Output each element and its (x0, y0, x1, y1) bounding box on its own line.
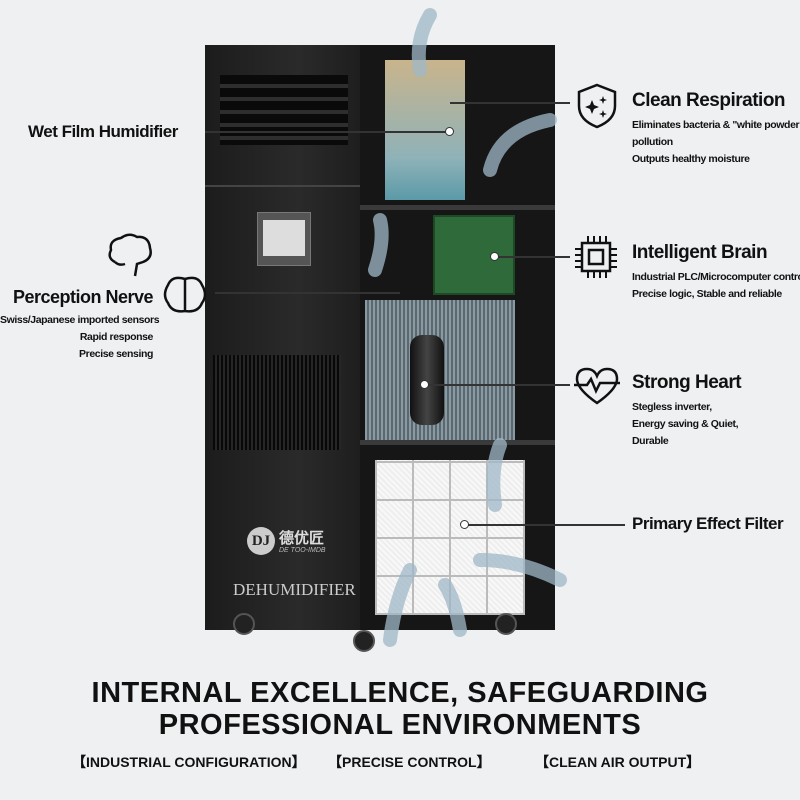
leader-line (495, 256, 570, 258)
leader-dot (490, 252, 499, 261)
wet-film-humidifier-label: Wet Film Humidifier (28, 122, 178, 141)
model-label: DEHUMIDIFIER (233, 580, 356, 599)
leader-dot (420, 380, 429, 389)
callout-title: Clean Respiration (632, 90, 786, 111)
callout-line: Stegless inverter, (632, 401, 712, 413)
callout-line: pollution (632, 136, 673, 148)
airflow-arrow (438, 578, 467, 637)
callout-title: Intelligent Brain (632, 242, 768, 263)
heart-pulse-icon (574, 367, 620, 405)
brand-cn: 德优匠 (279, 530, 325, 547)
callout-line: Outputs healthy moisture (632, 153, 750, 165)
side-grille (213, 355, 341, 450)
shield-sparkle-icon (577, 83, 617, 129)
headline-line-2: PROFESSIONAL ENVIRONMENTS (158, 709, 642, 741)
brand-mark: DJ (247, 527, 275, 555)
perception-nerve-callout: Perception Nerve Swiss/Japanese imported… (0, 287, 160, 363)
tag-industrial-configuration: 【INDUSTRIAL CONFIGURATION】 (72, 754, 306, 770)
clean-respiration-callout: Clean Respiration Eliminates bacteria & … (632, 90, 800, 168)
airflow-arrow (486, 438, 507, 512)
caster (233, 613, 255, 635)
caster (353, 630, 375, 652)
leader-line (425, 384, 570, 386)
headline-line-1: INTERNAL EXCELLENCE, SAFEGUARDING (91, 677, 709, 709)
brand-logo: DJ 德优匠 DE TOO-IMDB (247, 525, 347, 565)
pcb-board (433, 215, 515, 295)
leader-dot (460, 520, 469, 529)
primary-effect-filter-label: Primary Effect Filter (632, 514, 784, 533)
callout-line: Swiss/Japanese imported sensors (0, 314, 160, 326)
callout-line: Industrial PLC/Microcomputer control, (632, 271, 800, 283)
callout-title: Strong Heart (632, 372, 742, 393)
callout-line: Precise logic, Stable and reliable (632, 288, 782, 300)
airflow-arrow (483, 113, 557, 177)
callout-line: Durable (632, 435, 669, 447)
airflow-arrow (473, 553, 567, 587)
airflow-arrow (411, 8, 437, 77)
top-louver (220, 75, 348, 145)
shelf (360, 205, 555, 210)
tag-precise-control: 【PRECISE CONTROL】 (328, 754, 491, 770)
leader-line (215, 292, 400, 294)
airflow-arrow (383, 563, 417, 647)
intelligent-brain-callout: Intelligent Brain Industrial PLC/Microco… (632, 242, 800, 303)
strong-heart-callout: Strong Heart Stegless inverter, Energy s… (632, 372, 742, 450)
airflow-arrow (368, 213, 389, 277)
callout-line: Rapid response (79, 331, 154, 343)
callout-title: Perception Nerve (12, 287, 154, 307)
brain-icon (163, 276, 207, 313)
shelf (360, 440, 555, 445)
section-seam (205, 185, 360, 187)
leader-line (205, 131, 450, 133)
leader-line (450, 102, 570, 104)
brand-en: DE TOO-IMDB (279, 547, 326, 554)
callout-line: Eliminates bacteria & "white powder" (632, 119, 800, 131)
caster (495, 613, 517, 635)
chip-icon (575, 236, 617, 278)
control-screen (257, 212, 311, 266)
callout-line: Energy saving & Quiet, (632, 418, 739, 430)
leader-line (465, 524, 625, 526)
dehumidifier-unit: DJ 德优匠 DE TOO-IMDB DEHUMIDIFIER (205, 45, 555, 652)
tag-clean-air-output: 【CLEAN AIR OUTPUT】 (535, 754, 701, 770)
leader-dot (445, 127, 454, 136)
callout-line: Precise sensing (79, 348, 153, 360)
brain-icon (108, 233, 152, 277)
